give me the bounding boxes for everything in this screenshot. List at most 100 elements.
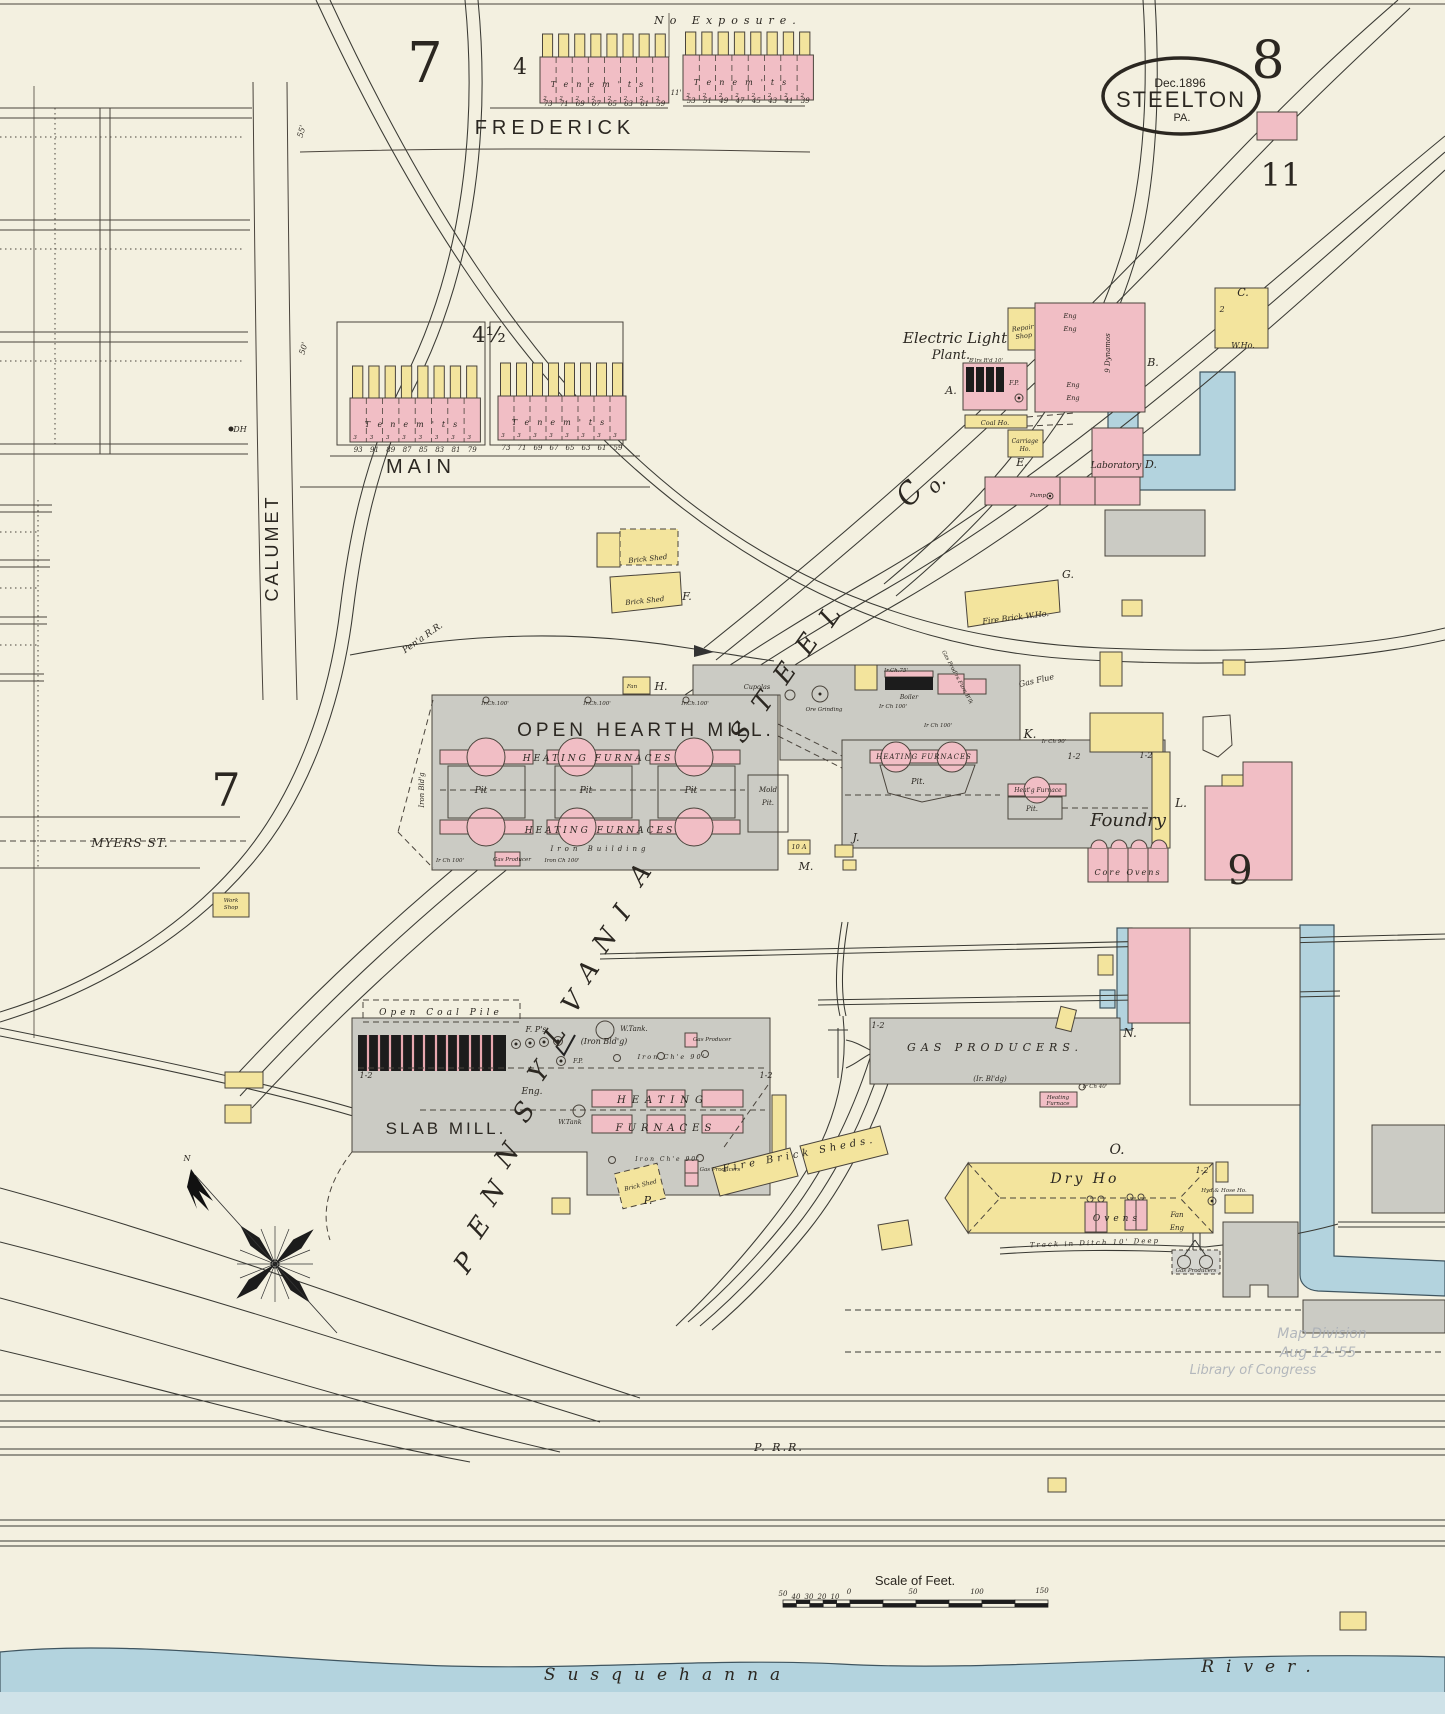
tenement-rear: [638, 33, 650, 58]
building-j: J.: [850, 831, 859, 844]
house-number: 51: [703, 97, 712, 105]
unit-mark: 3: [613, 433, 617, 439]
irch-mid-2: Ir Ch 100': [923, 723, 952, 729]
heatg-furnace: Heat'g Furnace: [1013, 787, 1062, 794]
fire-brick-warehouse: [964, 579, 1061, 628]
scale-seg: [948, 1599, 983, 1604]
building-top-right-pink: [1256, 111, 1298, 141]
unit-mark: 3: [549, 433, 553, 439]
house-number: 67: [550, 444, 559, 452]
brick-shed-small: [596, 532, 621, 568]
pit-k: Pit.: [1025, 805, 1038, 813]
fire-brick-shed-1: [711, 1147, 799, 1197]
house-number: 71: [560, 100, 569, 108]
house-number: 73: [502, 444, 511, 452]
unit-mark: 2: [623, 96, 628, 102]
building-o: O.: [1109, 1142, 1124, 1158]
repair-shop-2: Shop: [1015, 331, 1033, 341]
gas-producer-slab: Gas Producer: [693, 1037, 731, 1043]
brick-shed-dashed: [619, 528, 679, 566]
pit-2: Pit: [579, 786, 593, 796]
building-m: M.: [798, 860, 814, 873]
heating-furnace-small: [1039, 1091, 1078, 1108]
unit-mark: 2: [542, 96, 547, 102]
coal-ho: Coal Ho.: [981, 419, 1009, 427]
fire-brick-shed-3: [877, 1219, 913, 1251]
dh-mark: DH: [232, 425, 247, 434]
heating-furnaces-bottom: HEATING FURNACES: [524, 826, 676, 836]
building-layer: [212, 111, 1445, 1631]
unit-mark: 3: [468, 435, 472, 441]
co-letter-a1: A: [570, 955, 606, 989]
canal-bit: [1099, 989, 1116, 1009]
co-letter-l2: L: [813, 601, 848, 633]
building-k: K.: [1023, 727, 1037, 741]
house-number: 61: [640, 100, 649, 108]
furnaces-slab: FURNACES: [615, 1123, 717, 1134]
unit-mark: 2: [575, 96, 580, 102]
adjacent-sheet-9: 9: [1227, 848, 1252, 894]
tenement-rear: [400, 365, 413, 399]
wtank-2: W.Tank: [558, 1118, 582, 1126]
scale-seg: [849, 1603, 884, 1608]
foundry: Foundry: [1089, 810, 1167, 831]
unit-mark: 2: [639, 96, 644, 102]
tenement-rear: [449, 365, 462, 399]
street-width-55: 55': [296, 124, 308, 138]
tenement-rear: [733, 31, 746, 56]
street-calumet: CALUMET: [262, 494, 282, 601]
mold-pit-2: Pit.: [761, 799, 774, 807]
gray-warehouse: [1104, 509, 1206, 557]
unit-mark: 3: [501, 433, 505, 439]
street-frederick: FREDERICK: [475, 117, 636, 139]
fps: F. P's: [524, 1025, 546, 1034]
pit-1: Pit: [474, 786, 488, 796]
house-number: 85: [419, 446, 428, 454]
heating-furnaces-top: HEATING FURNACES: [522, 754, 674, 764]
street-myers: MYERS ST.: [90, 836, 168, 850]
building-c-warehouse: [1214, 287, 1269, 349]
house-number: 83: [435, 446, 444, 454]
unit-mark: 2: [800, 93, 805, 99]
scale-seg: [1014, 1599, 1049, 1604]
note-no-exposure: No Exposure.: [653, 14, 802, 27]
dynamos: 9 Dynamos: [1104, 333, 1112, 373]
slab-mill: [325, 999, 787, 1241]
house-number: 63: [582, 444, 591, 452]
eng-slab: Eng.: [521, 1087, 543, 1097]
sheet-border: [0, 3, 1445, 1038]
unit-mark: 2: [591, 96, 596, 102]
eng-dry: Eng: [1169, 1224, 1185, 1232]
house-number: 47: [735, 97, 745, 105]
unit-mark: 2: [783, 93, 788, 99]
stories-12-f: 1-2: [1196, 1166, 1209, 1175]
ovens: Ovens: [1093, 1214, 1141, 1224]
gas-producers-small: Gas Producers: [1176, 1268, 1217, 1274]
eng-1: Eng: [1062, 312, 1076, 320]
mold-pit-room: [747, 774, 789, 833]
scale-seg: [809, 1603, 824, 1608]
building-f: F.: [681, 590, 691, 603]
scale-seg: [882, 1599, 917, 1604]
scale-seg: [948, 1603, 983, 1608]
brick-shed-f: [609, 571, 683, 614]
unit-mark: 3: [402, 435, 406, 441]
house-number: 65: [566, 444, 575, 452]
tenement-rear: [417, 365, 429, 399]
scale-seg: [782, 1603, 797, 1608]
core-ovens-bldg: [1087, 839, 1169, 883]
unit-mark: 2: [718, 93, 723, 99]
mold-pit-1: Mold: [758, 786, 778, 794]
pentagon-bldg: [1202, 714, 1233, 758]
gas-producers-small-bldg: [1171, 1239, 1221, 1275]
tenements-main-b: Tenem'ts: [512, 418, 612, 427]
building-l-strip: [1151, 751, 1171, 849]
tenement-rear: [622, 33, 634, 58]
tenements-frederick-b: Tenem'ts: [694, 78, 794, 87]
stamp-date: Dec.1896: [1154, 76, 1206, 90]
tenements-main-a: Tenem'ts: [365, 420, 465, 429]
alley-width-11: 11': [671, 89, 682, 97]
house-number: 69: [576, 100, 585, 108]
